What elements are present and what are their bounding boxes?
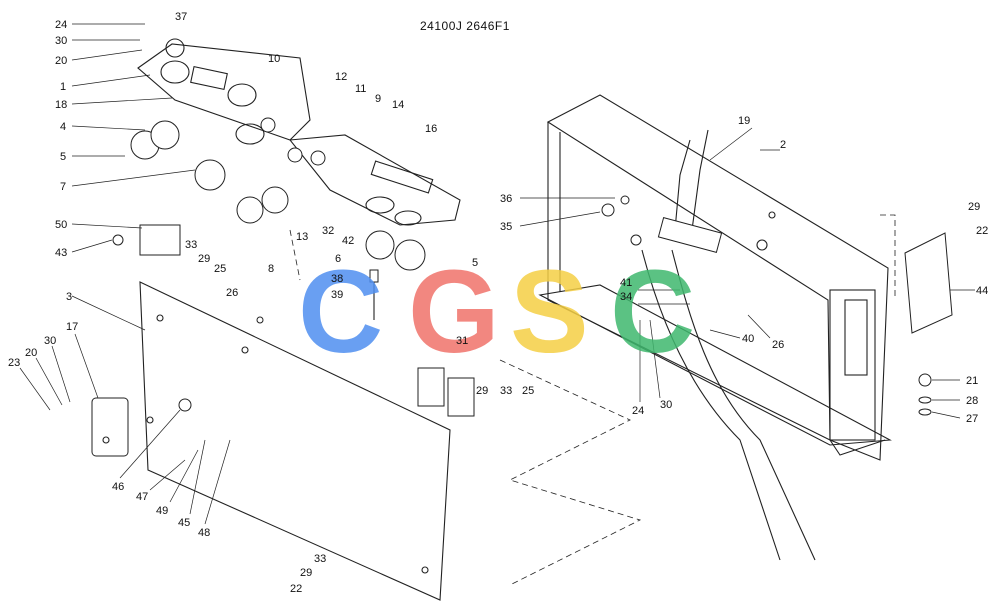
callout-label: 14 (392, 99, 404, 111)
callout-label: 19 (738, 115, 750, 127)
callout-label: 38 (331, 273, 343, 285)
callout-label: 48 (198, 527, 210, 539)
leader-lines (19, 23, 975, 525)
callout-label: 21 (966, 375, 978, 387)
bolt-35 (601, 195, 630, 217)
callout-label: 34 (620, 291, 632, 303)
callout-label: 5 (472, 257, 478, 269)
callout-label: 13 (296, 231, 308, 243)
watermark: C G S C (298, 246, 695, 378)
sensor-38 (369, 269, 379, 320)
callout-label: 22 (976, 225, 988, 237)
callout-label: 46 (112, 481, 124, 493)
callout-label: 18 (55, 99, 67, 111)
watermark-letter: C (298, 246, 383, 378)
callout-label: 28 (966, 395, 978, 407)
callout-label: 8 (268, 263, 274, 275)
callout-label: 30 (55, 35, 67, 47)
callout-label: 9 (375, 93, 381, 105)
callout-label: 35 (500, 221, 512, 233)
callout-label: 6 (335, 253, 341, 265)
callout-label: 29 (968, 201, 980, 213)
callout-label: 27 (966, 413, 978, 425)
callout-label: 29 (476, 385, 488, 397)
callout-label: 16 (425, 123, 437, 135)
relay-50 (112, 224, 181, 256)
callout-label: 3 (66, 291, 72, 303)
callout-label: 30 (44, 335, 56, 347)
switch-box-17 (91, 397, 129, 457)
instrument-panel-top (137, 38, 461, 226)
callout-label: 1 (60, 81, 66, 93)
callout-label: 31 (456, 335, 468, 347)
callout-label: 12 (335, 71, 347, 83)
front-panel-3 (139, 281, 451, 601)
gauges (130, 117, 426, 271)
callout-label: 11 (355, 83, 366, 95)
diagram-title: 24100J 2646F1 (420, 19, 510, 33)
callout-label: 30 (660, 399, 672, 411)
switch-assembly-31 (417, 367, 475, 417)
callout-label: 17 (66, 321, 78, 333)
callout-label: 41 (620, 277, 632, 289)
callout-label: 37 (175, 11, 187, 23)
callout-label: 42 (342, 235, 354, 247)
callout-label: 5 (60, 151, 66, 163)
callout-label: 43 (55, 247, 67, 259)
callout-label: 10 (268, 53, 280, 65)
callout-label: 44 (976, 285, 988, 297)
callout-label: 47 (136, 491, 148, 503)
control-cables-40 (641, 249, 816, 561)
callout-label: 33 (314, 553, 326, 565)
callout-label: 33 (500, 385, 512, 397)
callout-label: 20 (55, 55, 67, 67)
callout-label: 32 (322, 225, 334, 237)
callout-label: 23 (8, 357, 20, 369)
callout-label: 26 (772, 339, 784, 351)
callout-label: 2 (780, 139, 786, 151)
callout-label: 25 (522, 385, 534, 397)
assembly-lines (289, 214, 896, 586)
callout-label: 24 (55, 19, 67, 31)
callout-label: 50 (55, 219, 67, 231)
callout-label: 33 (185, 239, 197, 251)
callout-label: 20 (25, 347, 37, 359)
callout-label: 45 (178, 517, 190, 529)
callout-label: 22 (290, 583, 302, 595)
callout-label: 36 (500, 193, 512, 205)
callout-label: 24 (632, 405, 644, 417)
side-housing-2 (538, 94, 892, 461)
callout-label: 7 (60, 181, 66, 193)
callout-label: 26 (226, 287, 238, 299)
watermark-letter: S (510, 246, 589, 378)
callout-label: 49 (156, 505, 168, 517)
watermark-letter: G (408, 246, 500, 378)
bolt-21 (918, 373, 932, 416)
callout-label: 4 (60, 121, 66, 133)
control-levers-19 (630, 129, 723, 254)
cover-plate-44 (904, 232, 953, 334)
callout-label: 29 (198, 253, 210, 265)
callout-label: 40 (742, 333, 754, 345)
callout-label: 39 (331, 289, 343, 301)
callouts: 24 30 20 1 18 4 5 7 50 43 37 10 12 11 9 … (8, 11, 988, 595)
callout-label: 25 (214, 263, 226, 275)
callout-label: 29 (300, 567, 312, 579)
watermark-letter: C (610, 246, 695, 378)
